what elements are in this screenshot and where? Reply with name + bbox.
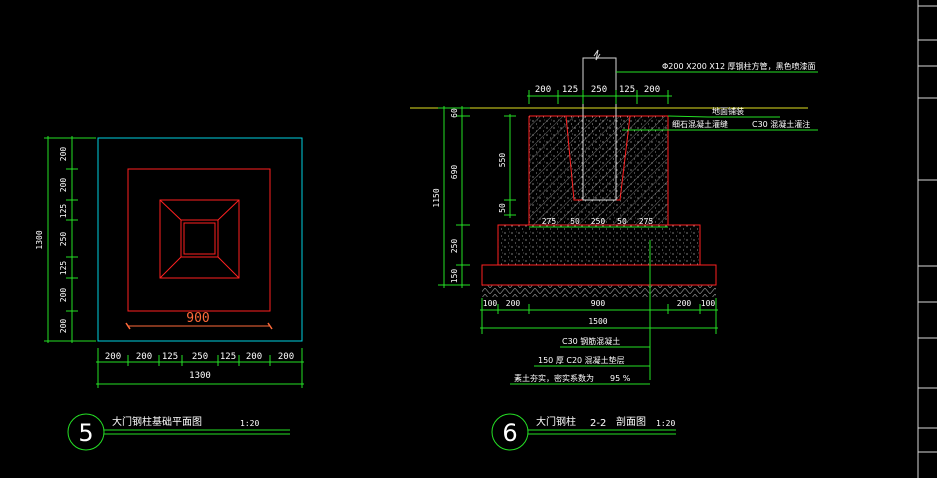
- note-soil: 素土夯实，密实系数为: [514, 373, 594, 383]
- plan-outer-frame: [97, 137, 303, 342]
- section-pocket-dim: 50: [498, 203, 507, 213]
- note-steel-plate: Φ200 X200 X12 厚钢柱方管，黑色喷漆面: [662, 61, 816, 71]
- section-left-dim: 250: [450, 239, 459, 254]
- section-number-circle: [491, 413, 529, 451]
- section-top-dim: 125: [619, 85, 635, 95]
- section-inner-dim: 275: [542, 217, 557, 226]
- section-bottom-dim: 100: [483, 299, 498, 308]
- plan-left-dim: 200: [59, 178, 68, 193]
- plan-bottom-dim: 200: [246, 352, 262, 362]
- section-left-dim: 60: [450, 108, 459, 118]
- section-top-dim: 250: [591, 85, 607, 95]
- soil-hatch: [482, 285, 716, 297]
- section-top-dim: 200: [535, 85, 551, 95]
- plan-bottom-dim: 200: [278, 352, 294, 362]
- plan-left-dim: 125: [59, 261, 68, 276]
- plan-900-label: 900: [186, 311, 209, 326]
- note-grout: 细石混凝土灌缝: [672, 119, 728, 129]
- plan-left-dim: 125: [59, 204, 68, 219]
- note-ground: 地面铺装: [712, 106, 744, 116]
- plan-bottom-dim: 200: [136, 352, 152, 362]
- plan-scale: 1:20: [240, 419, 259, 428]
- section-number: 6: [502, 419, 517, 447]
- section-bottom-dim: 200: [506, 299, 521, 308]
- section-bottom-total: 1500: [588, 317, 607, 326]
- plan-column-outer: [180, 219, 219, 258]
- section-inner-dim: 50: [617, 217, 627, 226]
- section-inner-dim: 275: [639, 217, 654, 226]
- section-top-dim: 125: [562, 85, 578, 95]
- plan-bottom-dim: 200: [105, 352, 121, 362]
- plan-title: 大门钢柱基础平面图: [112, 415, 202, 428]
- plan-bottom-dim: 125: [220, 352, 236, 362]
- foundation-section: 200 125 250 125 200 275 50 250 50 275 10…: [410, 49, 818, 451]
- plan-number-circle: [67, 413, 105, 451]
- plan-left-total: 1300: [35, 230, 44, 249]
- section-title-suffix: 剖面图: [616, 415, 646, 428]
- plan-bottom-dim: 125: [162, 352, 178, 362]
- section-title-prefix: 大门钢柱: [536, 415, 576, 428]
- note-c30-top: C30 混凝土灌注: [752, 119, 810, 129]
- plan-footing-outline: [127, 168, 271, 312]
- section-top-dim: 200: [644, 85, 660, 95]
- plan-bottom-total: 1300: [189, 371, 211, 381]
- plan-left-dim: 250: [59, 232, 68, 247]
- plan-left-dim: 200: [59, 147, 68, 162]
- section-bottom-dim: 200: [677, 299, 692, 308]
- section-inner-dim: 50: [570, 217, 580, 226]
- section-bottom-dim: 100: [701, 299, 716, 308]
- foundation-plan: 900 200 200 125 250 125 200 200 1300 200…: [35, 136, 304, 451]
- plan-left-dim: 200: [59, 319, 68, 334]
- steel-column: [582, 57, 617, 201]
- section-bottom-dim: 900: [591, 299, 606, 308]
- section-scale: 1:20: [656, 419, 675, 428]
- section-pocket-dim: 550: [498, 153, 507, 168]
- footing: [498, 225, 700, 265]
- note-c30: C30 钢筋混凝土: [562, 336, 620, 346]
- section-left-dim: 150: [450, 269, 459, 284]
- note-c20: 150 厚 C20 混凝土垫层: [538, 355, 625, 365]
- c20-pad: [481, 264, 717, 286]
- plan-pedestal-outline: [159, 199, 240, 279]
- section-left-dim: 690: [450, 165, 459, 180]
- section-title-mark: 2-2: [590, 418, 606, 429]
- plan-column-inner: [183, 222, 216, 255]
- section-inner-dim: 250: [591, 217, 606, 226]
- section-left-total: 1150: [432, 188, 441, 207]
- note-soil-value: 95 %: [610, 374, 631, 383]
- sheet-border: [917, 0, 937, 478]
- plan-bottom-dim: 250: [192, 352, 208, 362]
- plan-left-dim: 200: [59, 288, 68, 303]
- plan-number: 5: [78, 419, 93, 447]
